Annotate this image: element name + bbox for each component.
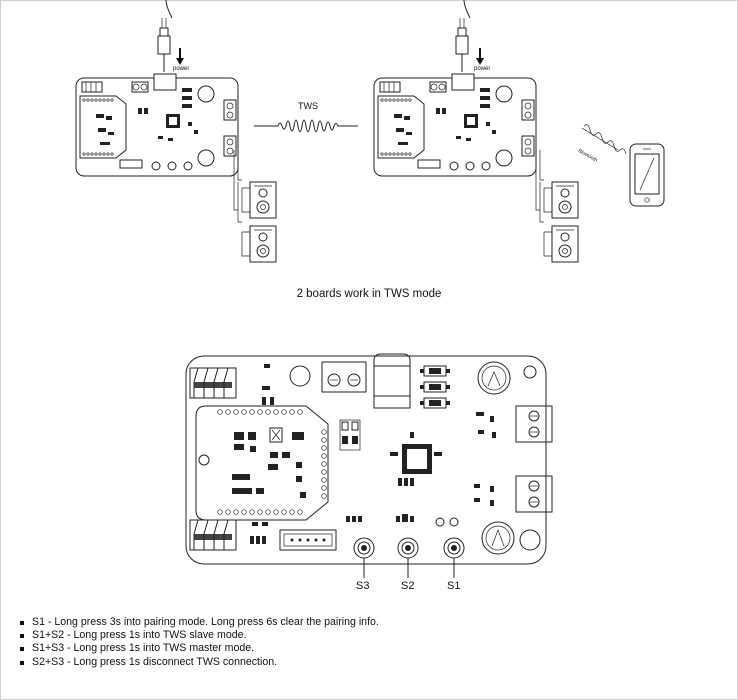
button-s2 — [397, 537, 419, 559]
tws-wave — [254, 119, 358, 133]
button-leader-lines — [363, 558, 455, 578]
tws-label: TWS — [298, 101, 318, 111]
list-item: S2+S3 - Long press 1s disconnect TWS con… — [20, 656, 379, 669]
fuse-components — [420, 365, 450, 409]
right-speaker-top — [543, 181, 579, 219]
top-left-header — [189, 367, 237, 399]
power-label-right: power — [474, 66, 491, 72]
list-item: S1 - Long press 3s into pairing mode. Lo… — [20, 616, 379, 628]
power-label-left: power — [173, 66, 190, 72]
power-screw-terminal — [321, 361, 367, 393]
button-label-s1: S1 — [447, 580, 461, 592]
left-speaker-wires — [233, 150, 242, 223]
power-arrow-left-icon — [176, 48, 184, 65]
left-board — [75, 73, 239, 177]
button-s3 — [353, 537, 375, 559]
button-s1 — [443, 537, 465, 559]
diagram-caption: 2 boards work in TWS mode — [296, 288, 442, 300]
capacitor-top — [477, 361, 511, 395]
bluetooth-module — [195, 405, 329, 521]
power-arrow-right-icon — [476, 48, 484, 65]
left-speaker-bottom — [241, 225, 277, 263]
jst-connector — [279, 529, 337, 551]
right-speaker-bottom — [543, 225, 579, 263]
right-speaker-wires — [535, 150, 544, 223]
power-plug-left — [157, 0, 173, 72]
main-board — [185, 353, 553, 565]
button-label-s3: S3 — [356, 580, 370, 592]
button-label-s2: S2 — [401, 580, 415, 592]
amplifier-chip — [390, 432, 442, 486]
dc-jack — [373, 353, 411, 409]
phone-icon — [629, 143, 665, 207]
capacitor-bottom — [481, 521, 515, 555]
right-board — [373, 73, 537, 177]
list-item: S1+S2 - Long press 1s into TWS slave mod… — [20, 629, 379, 642]
button-instructions-list: S1 - Long press 3s into pairing mode. Lo… — [18, 616, 379, 669]
list-item: S1+S3 - Long press 1s into TWS master mo… — [20, 642, 379, 655]
speaker-terminal-top — [515, 405, 553, 443]
left-speaker-top — [241, 181, 277, 219]
bottom-left-header — [189, 519, 237, 551]
power-plug-right — [455, 0, 471, 72]
bluetooth-wave — [581, 124, 627, 155]
speaker-terminal-bottom — [515, 475, 553, 513]
